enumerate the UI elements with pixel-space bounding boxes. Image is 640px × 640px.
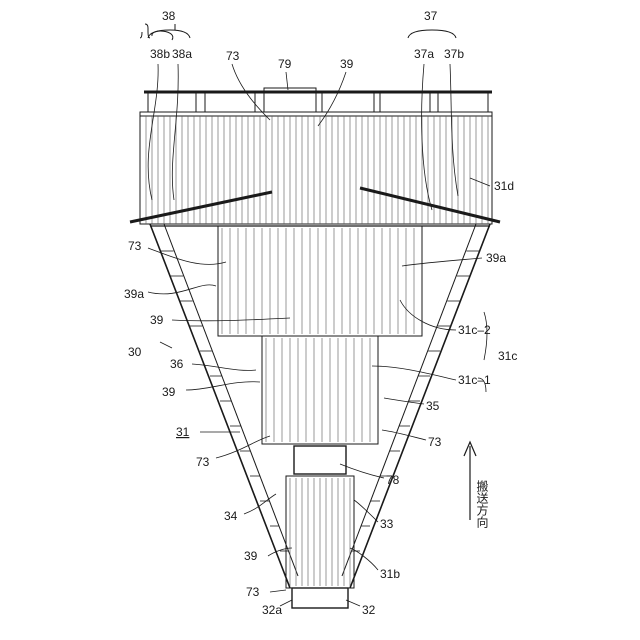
leader-lines [148, 64, 490, 606]
top-units [144, 88, 492, 112]
label-39-left1: 39 [150, 313, 164, 327]
label-39-left2: 39 [162, 385, 176, 399]
label-36: 36 [170, 357, 184, 371]
label-31b: 31b [380, 567, 400, 581]
unit-32 [292, 588, 348, 608]
label-79: 79 [278, 57, 292, 71]
label-39-top: 39 [340, 57, 354, 71]
label-37: 37 [424, 9, 438, 23]
label-39a-right: 39a [486, 251, 506, 265]
roller-lines-low [290, 478, 350, 586]
label-31c-2: 31c–2 [458, 323, 491, 337]
label-32: 32 [362, 603, 376, 617]
label-33: 33 [380, 517, 394, 531]
label-32a: 32a [262, 603, 282, 617]
diverter-right [360, 188, 500, 222]
brace-38-curve [148, 30, 190, 38]
label-73-right2: 73 [428, 435, 442, 449]
label-78: 78 [386, 473, 400, 487]
label-31c: 31c [498, 349, 517, 363]
unit-78 [294, 446, 346, 474]
brace-37-curve [408, 30, 456, 38]
section-31d [130, 112, 500, 224]
label-34: 34 [224, 509, 238, 523]
label-31: 31 [176, 425, 190, 439]
label-38b: 38b [150, 47, 170, 61]
label-39-left3: 39 [244, 549, 258, 563]
label-31c-1: 31c–1 [458, 373, 491, 387]
label-38a: 38a [172, 47, 192, 61]
label-30: 30 [128, 345, 142, 359]
label-39a-left: 39a [124, 287, 144, 301]
label-35: 35 [426, 399, 440, 413]
label-31d: 31d [494, 179, 514, 193]
roller-lines-mid [222, 228, 414, 442]
label-73-left2: 73 [196, 455, 210, 469]
label-37a: 37a [414, 47, 434, 61]
label-73-top: 73 [226, 49, 240, 63]
label-37b: 37b [444, 47, 464, 61]
label-38: 38 [162, 9, 176, 23]
label-73-left3: 73 [246, 585, 260, 599]
label-direction: 搬送方向 [475, 479, 489, 528]
label-73-left: 73 [128, 239, 142, 253]
